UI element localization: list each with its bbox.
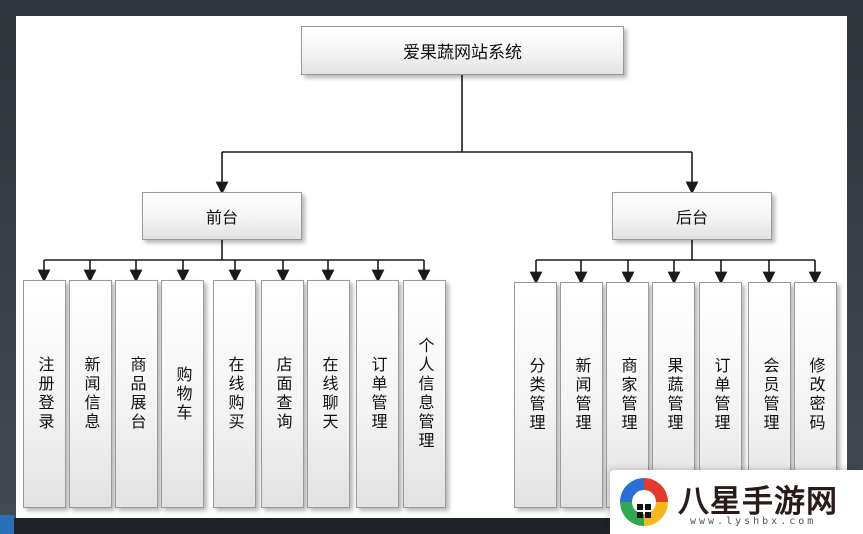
leaf-label: 会员管理 xyxy=(760,357,780,433)
watermark-logo-icon xyxy=(620,478,668,526)
frontend-label: 前台 xyxy=(205,208,238,227)
backend-leaf-category-management: 分类管理 xyxy=(514,282,557,508)
frontend-node: 前台 xyxy=(142,192,302,240)
leaf-label: 果蔬管理 xyxy=(664,357,684,433)
backend-node: 后台 xyxy=(612,192,772,240)
leaf-label: 注册登录 xyxy=(35,356,55,432)
watermark-url: www.lyshbx.com xyxy=(690,516,817,527)
leaf-label: 在线聊天 xyxy=(319,356,339,432)
corner-accent xyxy=(0,515,14,534)
leaf-label: 新闻信息 xyxy=(81,356,101,432)
frontend-leaf-order-management: 订单管理 xyxy=(356,280,399,508)
leaf-label: 订单管理 xyxy=(711,357,731,433)
backend-label: 后台 xyxy=(675,208,708,227)
root-label: 爱果蔬网站系统 xyxy=(403,43,522,63)
leaf-label: 店面查询 xyxy=(273,356,293,432)
leaf-label: 分类管理 xyxy=(526,357,546,433)
frontend-leaf-online-purchase: 在线购买 xyxy=(213,280,256,508)
leaf-label: 新闻管理 xyxy=(572,357,592,433)
frontend-leaf-store-query: 店面查询 xyxy=(261,280,304,508)
frontend-leaf-cart: 购物车 xyxy=(161,280,204,508)
leaf-label: 订单管理 xyxy=(368,356,388,432)
frontend-leaf-products: 商品展台 xyxy=(115,280,158,508)
frontend-leaf-news: 新闻信息 xyxy=(69,280,112,508)
leaf-label: 商家管理 xyxy=(618,357,638,433)
leaf-label: 购物车 xyxy=(173,365,193,423)
frontend-leaf-online-chat: 在线聊天 xyxy=(307,280,350,508)
leaf-label: 在线购买 xyxy=(225,356,245,432)
watermark-title: 八星手游网 xyxy=(678,484,838,520)
leaf-label: 修改密码 xyxy=(806,357,826,433)
frontend-leaf-personal-info: 个人信息管理 xyxy=(403,280,446,508)
site-watermark: 八星手游网 www.lyshbx.com xyxy=(610,470,863,534)
root-node: 爱果蔬网站系统 xyxy=(301,26,624,75)
frontend-leaf-register-login: 注册登录 xyxy=(23,280,66,508)
leaf-label: 个人信息管理 xyxy=(415,337,435,451)
leaf-label: 商品展台 xyxy=(127,356,147,432)
backend-leaf-news-management: 新闻管理 xyxy=(560,282,603,508)
